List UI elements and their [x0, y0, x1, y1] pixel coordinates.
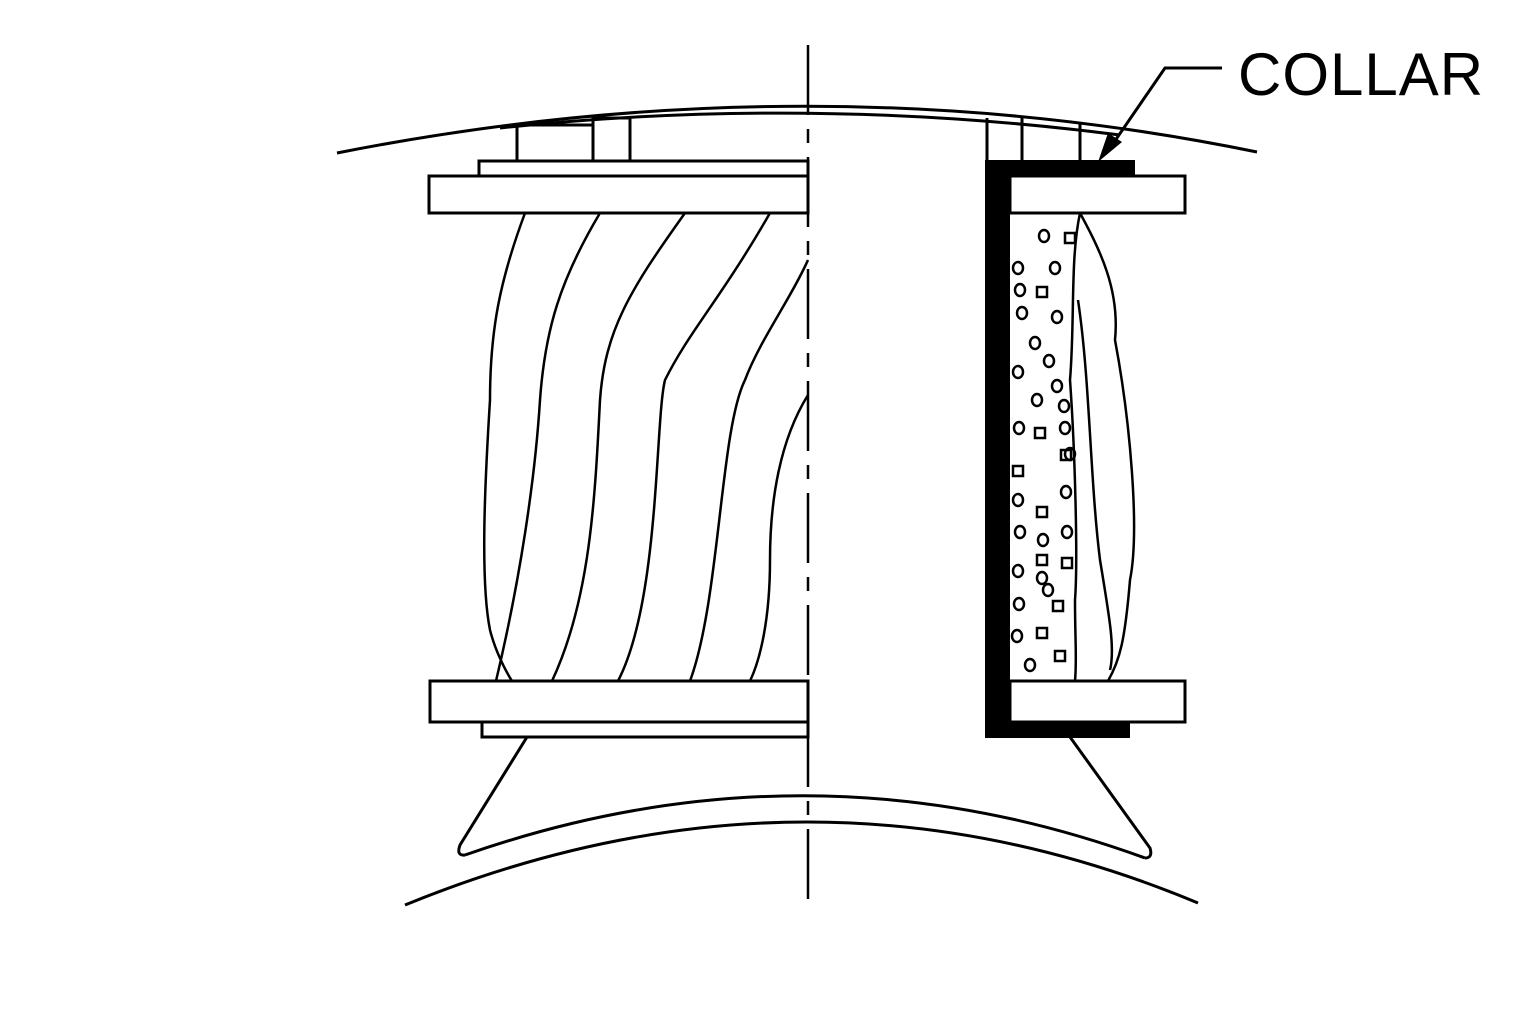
particle-square — [1035, 285, 1049, 299]
left-bottom-plate — [480, 720, 810, 739]
particle-circle — [1010, 628, 1024, 644]
left-support-leg — [457, 736, 529, 857]
particle-circle — [1048, 260, 1062, 276]
particle-circle — [1035, 570, 1049, 586]
left-bottom-flange — [428, 679, 810, 724]
particle-circle — [1011, 563, 1025, 579]
right-core-boundary — [1068, 212, 1082, 682]
particle-circle — [1013, 282, 1027, 298]
core-particles — [1010, 228, 1077, 673]
particle-circle — [1050, 378, 1064, 394]
collar-leader-line — [1108, 66, 1222, 149]
collar-label: COLLAR — [1238, 41, 1485, 108]
collar-arrowhead — [1098, 133, 1122, 162]
particle-circle — [1015, 305, 1029, 321]
particle-circle — [1057, 398, 1071, 414]
right-top-flange — [1008, 174, 1187, 215]
inner-top-arc — [499, 111, 1121, 137]
particle-circle — [1030, 392, 1044, 408]
particle-circle — [1023, 657, 1037, 673]
particle-circle — [1036, 532, 1050, 548]
collar — [985, 160, 1135, 738]
particle-square — [1053, 649, 1067, 663]
right-support-leg — [1068, 736, 1153, 860]
right-winding — [1076, 212, 1136, 682]
particle-square — [1033, 426, 1047, 440]
left-top-flange — [427, 174, 810, 215]
particle-circle — [1012, 420, 1026, 436]
particle-circle — [1041, 582, 1055, 598]
particle-square — [1035, 505, 1049, 519]
particle-circle — [1060, 524, 1074, 540]
right-posts — [985, 118, 1082, 160]
particle-circle — [1058, 420, 1072, 436]
particle-circle — [1042, 353, 1056, 369]
particle-circle — [1059, 484, 1073, 500]
left-top-plate — [477, 159, 810, 178]
particle-square — [1035, 626, 1049, 640]
outer-top-arc — [336, 104, 1258, 155]
particle-circle — [1050, 309, 1064, 325]
particle-square — [1059, 448, 1073, 462]
particle-circle — [1028, 335, 1042, 351]
particle-square — [1051, 599, 1065, 613]
particle-square — [1011, 464, 1025, 478]
particle-square — [1035, 553, 1049, 567]
particle-square — [1063, 231, 1077, 245]
right-bottom-flange — [1008, 679, 1187, 724]
particle-square — [1060, 556, 1074, 570]
particle-circle — [1013, 524, 1027, 540]
left-winding — [482, 212, 810, 682]
particle-circle — [1011, 492, 1025, 508]
left-posts — [515, 116, 632, 163]
particle-circle — [1012, 596, 1026, 612]
outer-bottom-arc — [404, 820, 1199, 907]
particle-circle — [1011, 364, 1025, 380]
inner-bottom-arc — [464, 794, 1146, 860]
particle-circle — [1011, 260, 1025, 276]
particle-circle — [1037, 228, 1051, 244]
